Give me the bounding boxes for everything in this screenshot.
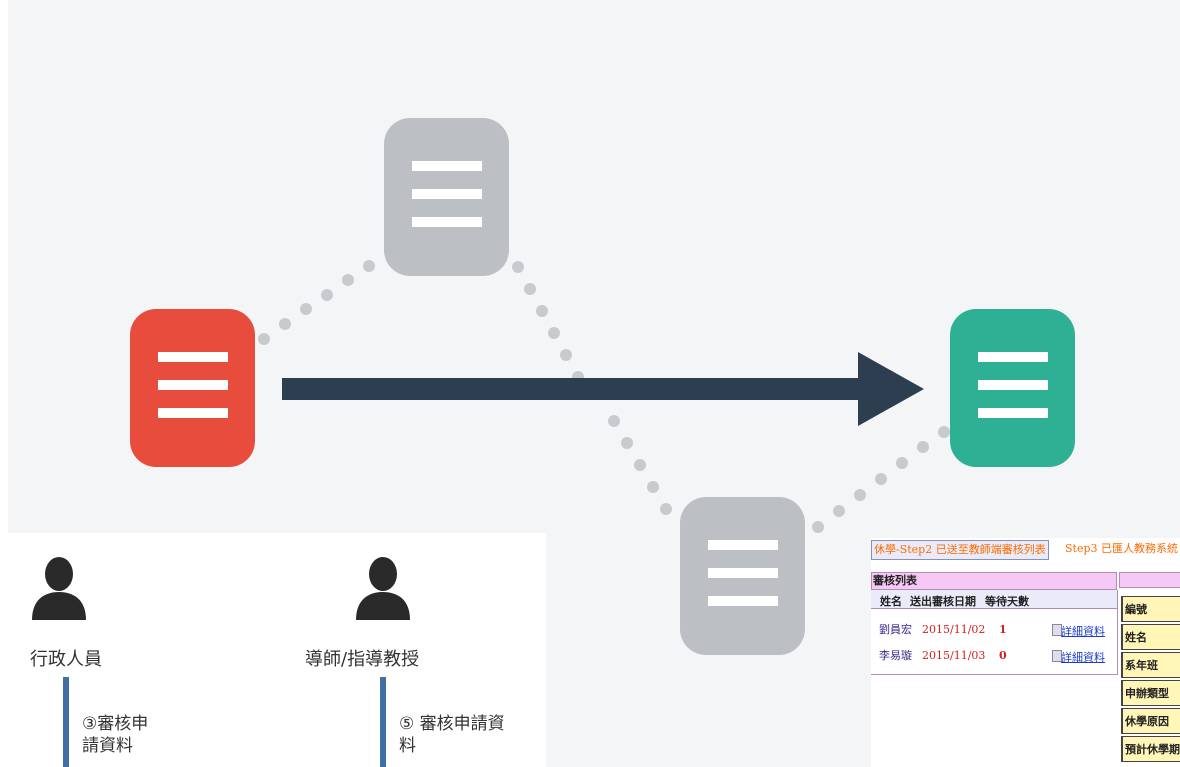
person-label-advisor: 導師/指導教授 — [305, 649, 420, 670]
person-icon — [32, 557, 86, 620]
field-label-reason: 休學原因 — [1121, 708, 1180, 734]
connector-dot — [536, 305, 548, 317]
row-days: 1 — [999, 623, 1007, 636]
connector-dot — [660, 503, 672, 515]
detail-link[interactable]: 詳細資料 — [1061, 651, 1105, 664]
connector-dot — [621, 437, 633, 449]
document-small-icon — [1052, 624, 1062, 636]
table-row: 李易璇 2015/11/03 0 詳細資料 — [871, 648, 1117, 668]
connector-dot — [833, 505, 845, 517]
connector-dot — [560, 349, 572, 361]
person-icon — [356, 557, 410, 620]
review-list-title: 審核列表 — [871, 572, 1117, 590]
detail-link[interactable]: 詳細資料 — [1061, 625, 1105, 638]
document-small-icon — [1052, 650, 1062, 662]
row-name: 劉員宏 — [879, 623, 912, 636]
flow-connector-bar — [380, 677, 386, 767]
list-bottom-border — [871, 674, 1117, 675]
row-date: 2015/11/02 — [922, 623, 986, 636]
green-document-icon — [950, 309, 1075, 467]
people-panel: 行政人員 ③審核申請資料 導師/指導教授 ⑤ 審核申請資料 — [0, 533, 546, 767]
connector-dot — [812, 521, 824, 533]
tab-step3-imported[interactable]: Step3 已匯人教務系統 — [1063, 540, 1180, 558]
list-header-row: 姓名 送出審核日期 等待天數 — [871, 590, 1117, 609]
gray-document-icon-top — [384, 118, 509, 276]
row-days: 0 — [999, 649, 1007, 662]
connector-dot — [896, 457, 908, 469]
connector-dot — [300, 303, 312, 315]
table-row: 劉員宏 2015/11/02 1 詳細資料 — [871, 622, 1117, 642]
connector-dot — [524, 283, 536, 295]
step-text-review-5: ⑤ 審核申請資料 — [399, 714, 505, 756]
field-label-class: 系年班 — [1121, 652, 1180, 678]
row-date: 2015/11/03 — [922, 649, 986, 662]
header-submit-date: 送出審核日期 — [910, 595, 976, 608]
person-label-admin: 行政人員 — [30, 649, 102, 670]
detail-panel-header — [1119, 572, 1180, 588]
gray-document-icon-bottom — [680, 497, 805, 655]
field-label-type: 申辦類型 — [1121, 680, 1180, 706]
field-label-name: 姓名 — [1121, 624, 1180, 650]
tab-step2-review-list[interactable]: 休學-Step2 已送至教師端審核列表 — [871, 540, 1049, 560]
header-wait-days: 等待天數 — [985, 595, 1029, 608]
connector-dot — [512, 261, 524, 273]
connector-dot — [854, 489, 866, 501]
header-name: 姓名 — [880, 595, 902, 608]
review-list-window: 休學-Step2 已送至教師端審核列表 Step3 已匯人教務系統 審核列表 姓… — [871, 538, 1180, 767]
connector-dot — [917, 441, 929, 453]
field-label-period: 預計休學期 — [1121, 736, 1180, 762]
connector-dot — [258, 333, 270, 345]
connector-dot — [647, 481, 659, 493]
connector-dot — [875, 473, 887, 485]
connector-dot — [634, 459, 646, 471]
right-arrow-icon — [282, 352, 924, 426]
connector-dot — [938, 426, 950, 438]
connector-dot — [279, 318, 291, 330]
field-label-id: 編號 — [1121, 596, 1180, 622]
row-name: 李易璇 — [879, 649, 912, 662]
connector-dot — [321, 289, 333, 301]
step-text-review-3: ③審核申請資料 — [82, 714, 149, 756]
connector-dot — [548, 327, 560, 339]
connector-dot — [342, 274, 354, 286]
connector-dot — [608, 415, 620, 427]
list-right-border — [1117, 590, 1118, 675]
flow-connector-bar — [63, 677, 69, 767]
red-document-icon — [130, 309, 255, 467]
connector-dot — [363, 260, 375, 272]
